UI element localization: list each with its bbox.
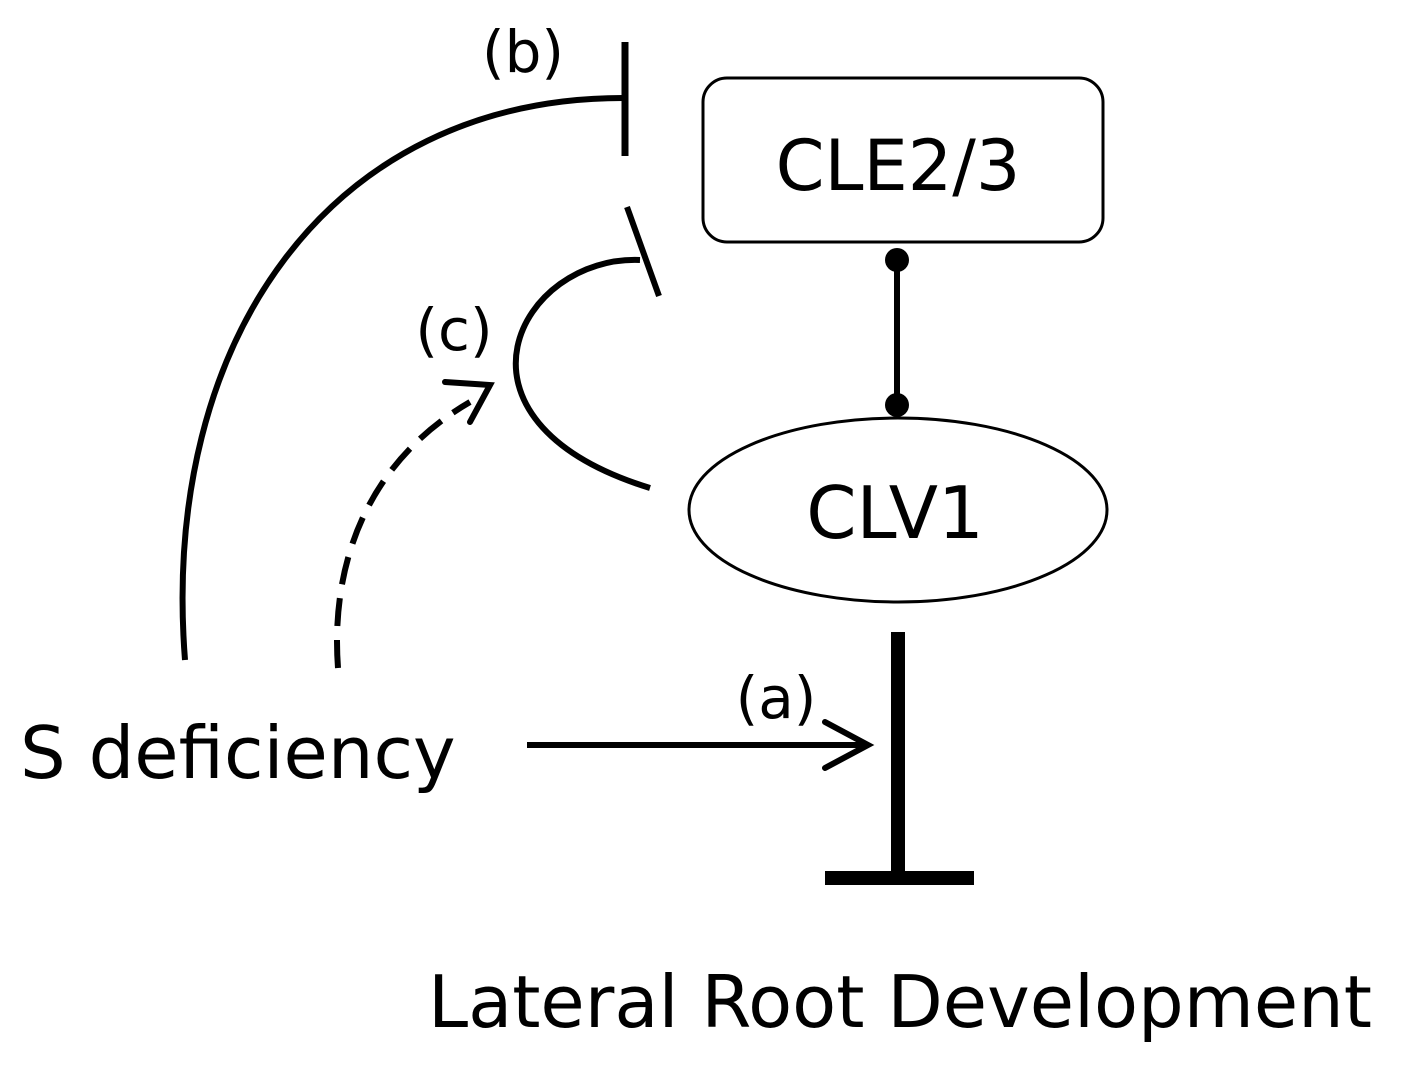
clv1-ellipse: [687, 416, 1109, 604]
s-deficiency-label: S deficiency: [20, 711, 456, 795]
cle-node: CLE2/3: [701, 76, 1105, 244]
path-c-label: (c): [415, 296, 492, 364]
path-b: [179, 42, 629, 661]
clv1-inhibition: [825, 632, 974, 885]
path-a-label: (a): [736, 664, 817, 732]
binding-dot-bottom: [885, 393, 909, 417]
path-b-curve: [179, 95, 624, 661]
feedback-bar: [624, 205, 662, 298]
cle-label: CLE2/3: [776, 125, 1021, 207]
path-a-arrowhead: [822, 719, 875, 771]
path-c-arrowhead: [442, 379, 495, 425]
path-c: [334, 379, 495, 669]
binding-dot-top: [885, 248, 909, 272]
path-a: [527, 719, 875, 771]
feedback-inhibition: [512, 205, 662, 491]
clv1-node: CLV1: [687, 416, 1109, 604]
binding-connector: [885, 248, 909, 417]
clv1-label: CLV1: [806, 471, 984, 555]
path-c-dashed-curve: [334, 399, 472, 669]
lateral-root-label: Lateral Root Development: [428, 960, 1372, 1044]
feedback-curve: [512, 256, 651, 491]
cle-box: [701, 76, 1105, 244]
path-b-label: (b): [482, 18, 564, 86]
